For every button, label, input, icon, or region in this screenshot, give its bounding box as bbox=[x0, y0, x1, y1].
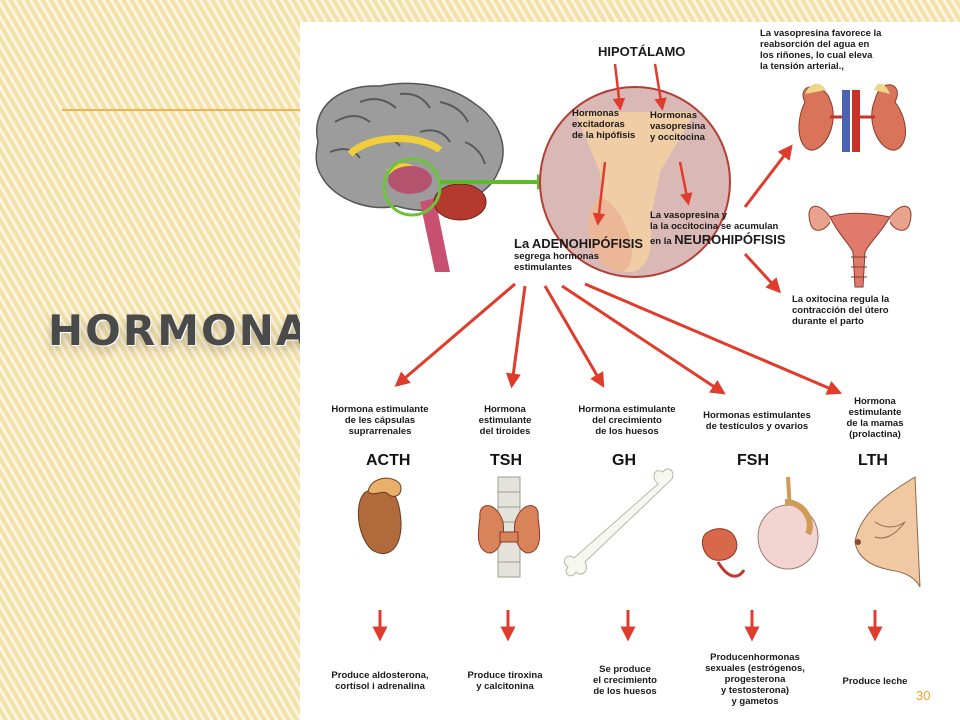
vasopressin-effect-label: La vasopresina favorece la reabsorción d… bbox=[760, 28, 882, 72]
adenohypophysis-label: ADENOHIPÓFISIS bbox=[531, 236, 644, 251]
adeno-prefix: La bbox=[514, 236, 530, 251]
hormone-name-tsh: Hormona estimulante del tiroides bbox=[478, 404, 532, 437]
bone-icon bbox=[564, 468, 674, 577]
hormone-code-acth: ACTH bbox=[366, 452, 411, 469]
accent-line bbox=[62, 109, 302, 111]
hormone-effect-gh: Se produce el crecimiento de los huesos bbox=[593, 664, 657, 697]
hormone-code-lth: LTH bbox=[858, 452, 888, 469]
uterus-icon bbox=[808, 205, 912, 288]
hormone-code-fsh: FSH bbox=[737, 452, 769, 469]
accumulate-label: La vasopresina y la la occitocina se acu… bbox=[650, 210, 786, 247]
hormone-effect-acth: Produce aldosterona, cortisol i adrenali… bbox=[331, 670, 429, 692]
hormone-effect-fsh: Producenhormonas sexuales (estrógenos, p… bbox=[705, 652, 805, 707]
hormone-name-gh: Hormona estimulante del crecimiento de l… bbox=[578, 404, 676, 437]
gonads-icon bbox=[701, 476, 819, 578]
hypothalamus-label: HIPOTÁLAMO bbox=[598, 44, 686, 59]
breast-icon bbox=[854, 476, 921, 588]
oxytocin-effect-label: La oxitocina regula la contracción del ú… bbox=[792, 294, 890, 327]
vasopressin-oxytocin-label: Hormonas vasopresina y occitocina bbox=[650, 110, 706, 143]
thyroid-icon bbox=[477, 476, 541, 578]
hormone-code-tsh: TSH bbox=[490, 452, 522, 469]
excitatory-hormones-label: Hormonas excitadoras de la hipófisis bbox=[572, 108, 636, 141]
adenohypophysis-block: La ADENOHIPÓFISIS segrega hormonas estim… bbox=[514, 236, 643, 273]
neurohypophysis-label: NEUROHIPÓFISIS bbox=[674, 232, 786, 247]
hormone-effect-lth: Produce leche bbox=[842, 676, 908, 687]
accumulate-text: La vasopresina y la la occitocina se acu… bbox=[650, 210, 779, 247]
diagram-panel: HIPOTÁLAMO Hormonas excitadoras de la hi… bbox=[300, 22, 960, 720]
hormone-name-lth: Hormona estimulante de la mamas (prolact… bbox=[846, 396, 904, 440]
brain-icon bbox=[315, 82, 553, 272]
adeno-description: segrega hormonas estimulantes bbox=[514, 251, 599, 273]
diagram-graphics bbox=[315, 63, 921, 642]
hormone-name-acth: Hormona estimulante de les cápsulas supr… bbox=[331, 404, 429, 437]
adrenal-gland-icon bbox=[358, 477, 402, 554]
kidneys-icon bbox=[798, 83, 906, 152]
hormone-code-gh: GH bbox=[612, 452, 636, 469]
page-number: 30 bbox=[916, 688, 931, 703]
slide-title: HORMONAS bbox=[48, 306, 343, 355]
hormone-name-fsh: Hormonas estimulantes de testículos y ov… bbox=[703, 410, 811, 432]
hormone-effect-tsh: Produce tiroxina y calcitonina bbox=[467, 670, 543, 692]
